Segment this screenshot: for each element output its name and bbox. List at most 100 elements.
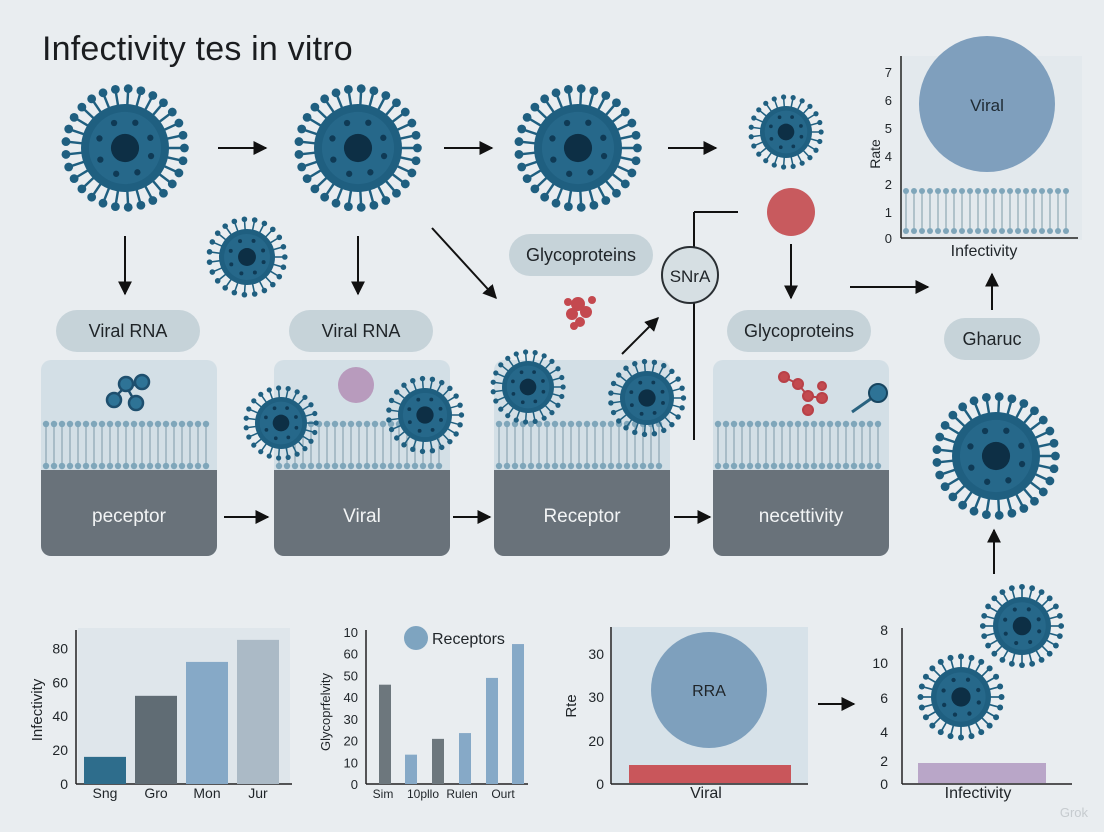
molecule-icon-blue (105, 373, 151, 412)
chart2-x-tick: Ourt (491, 787, 515, 801)
virus-2 (294, 84, 422, 212)
chart2-y-tick: 50 (344, 668, 358, 683)
chart3-y-tick: 20 (588, 733, 604, 749)
viral-bubble (919, 36, 1055, 172)
chart4-y-tick: 8 (880, 622, 888, 638)
virus-8 (490, 349, 566, 425)
panel-label-4: necettivity (758, 506, 844, 527)
virus-1 (61, 84, 189, 212)
chart2-bar (379, 684, 391, 784)
top-chart-tick: 6 (885, 93, 892, 108)
glyco-bar-chart: Receptors Glycoprfelvity Sim 10pllo Rulen O… (318, 625, 528, 801)
virus-3 (514, 84, 642, 212)
chart1-y-tick: 20 (52, 742, 68, 758)
chart1-bar (237, 639, 279, 784)
chart1-y-tick: 0 (60, 776, 68, 792)
top-chart-tick: 0 (885, 231, 892, 246)
chart2-y-tick: 10 (344, 625, 358, 640)
membrane-panel-4 (713, 360, 889, 556)
red-cluster (564, 296, 596, 330)
chart2-bar (512, 644, 524, 784)
red-particle (767, 188, 815, 236)
lilac-particle (338, 367, 374, 403)
chart4-y-tick: 4 (880, 724, 888, 740)
top-chart-tick: 5 (885, 121, 892, 136)
chart4-y-tick: 10 (872, 655, 888, 671)
chart2-y-tick: 0 (351, 777, 358, 792)
glycoproteins-pill-2: Glycoproteins (727, 310, 871, 352)
virus-6 (243, 385, 319, 461)
glycoproteins-pill-1: Glycoproteins (509, 234, 653, 276)
virus-11 (979, 583, 1065, 669)
chart1-x-tick: Mon (193, 785, 220, 801)
virus-5 (206, 216, 288, 298)
chart2-bar (405, 754, 417, 784)
chart1-x-tick: Jur (248, 785, 268, 801)
gharuc-pill: Gharuc (944, 318, 1040, 360)
top-chart-y-ticks: 0 1 2 4 5 6 7 (885, 65, 892, 246)
panel-label-2: Viral (343, 506, 381, 527)
chart1-bar (186, 661, 228, 784)
chart3-y-tick: 30 (588, 646, 604, 662)
viral-bar (629, 765, 791, 783)
chart2-y-tick: 20 (344, 734, 358, 749)
viral-rna-pill-2: Viral RNA (289, 310, 433, 352)
chart2-x-tick: Sim (373, 787, 394, 801)
top-chart-ylabel: Rate (867, 139, 883, 169)
top-chart-tick: 7 (885, 65, 892, 80)
chart2-bar (432, 738, 444, 784)
chart1-x-tick: Gro (144, 785, 168, 801)
chart2-y-tick: 40 (344, 690, 358, 705)
chart4-xlabel: Infectivity (945, 785, 1012, 802)
membrane-panel-1 (41, 360, 217, 556)
panel-label-1: peceptor (92, 506, 166, 527)
receptors-legend-swatch (404, 626, 428, 650)
virus-7 (386, 375, 465, 455)
mini-bilayer (903, 188, 1069, 234)
chart1-y-tick: 40 (52, 708, 68, 724)
chart2-y-tick: 10 (344, 755, 358, 770)
chart2-y-tick: 30 (344, 712, 358, 727)
snra-label: SNrA (670, 267, 711, 286)
snra-node: SNrA (661, 246, 719, 304)
chart1-x-tick: Sng (93, 785, 118, 801)
chart2-x-tick: 10pllo (407, 787, 439, 801)
viral-rna-pill-1: Viral RNA (56, 310, 200, 352)
chart3-y-tick: 30 (588, 689, 604, 705)
chart3-xlabel: Viral (690, 785, 722, 802)
infectivity-bar-chart: Infectivity Sng Gro Mon Jur 0 20 40 60 80 (29, 628, 292, 801)
virus-4 (748, 94, 824, 170)
rra-bubble-label: RRA (692, 683, 726, 700)
chart2-y-tick: 60 (344, 647, 358, 662)
watermark: Grok (1059, 805, 1088, 820)
page-title: Infectivity tes in vitro (42, 30, 353, 68)
lilac-bar (918, 763, 1046, 783)
virus-12 (917, 653, 1005, 741)
top-chart-tick: 1 (885, 205, 892, 220)
chart3-ylabel: Rte (563, 694, 580, 717)
virus-10 (932, 392, 1060, 520)
receptors-legend-label: Receptors (432, 631, 505, 648)
chart3-y-tick: 0 (596, 776, 604, 792)
chart4-y-tick: 2 (880, 753, 888, 769)
top-chart-xlabel: Infectivity (951, 243, 1018, 260)
chart4-y-tick: 0 (880, 776, 888, 792)
chart2-bar (486, 677, 498, 784)
top-chart-tick: 2 (885, 177, 892, 192)
chart1-y-tick: 60 (52, 674, 68, 690)
panel-label-3: Receptor (543, 506, 621, 527)
chart2-x-tick: Rulen (446, 787, 477, 801)
top-right-chart: Viral 0 1 2 4 5 6 7 Rate Infectivity (867, 36, 1082, 260)
chart1-ylabel: Infectivity (29, 678, 46, 741)
chart2-bar (459, 733, 471, 784)
chart1-bar (84, 756, 126, 784)
rte-chart: RRA Rte Viral 0 20 30 30 (563, 627, 808, 802)
chart1-y-tick: 80 (52, 640, 68, 656)
top-chart-tick: 4 (885, 149, 892, 164)
virus-9 (608, 358, 687, 438)
virus-particles (61, 84, 1065, 741)
chart2-ylabel: Glycoprfelvity (318, 672, 333, 751)
viral-bubble-label: Viral (970, 96, 1004, 115)
